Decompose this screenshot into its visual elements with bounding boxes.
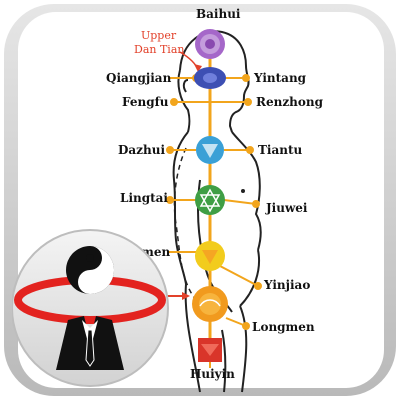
upper-dan-tian-line1: Upper	[141, 29, 177, 42]
label-lingtai: Lingtai	[120, 191, 168, 205]
upper-dan-tian-label: Upper	[141, 30, 176, 41]
label-jiuwei: Jiuwei	[266, 201, 308, 215]
logo-badge	[12, 229, 169, 387]
label-longmen: Longmen	[252, 320, 315, 334]
label-tiantu: Tiantu	[258, 143, 303, 157]
third-eye-chakra	[194, 67, 226, 89]
label-yinjiao: Yinjiao	[264, 278, 311, 292]
throat-chakra	[196, 136, 224, 164]
sacral-chakra	[192, 286, 228, 322]
label-huiyin: Huiyin	[190, 367, 235, 381]
label-qiangjian: Qiangjian	[106, 71, 172, 85]
back-dashed-line	[173, 147, 197, 301]
root-chakra	[198, 338, 222, 362]
yin-yang-logo	[12, 229, 169, 387]
label-fengfu: Fengfu	[122, 95, 169, 109]
label-dazhui: Dazhui	[118, 143, 166, 157]
heart-chakra	[195, 185, 225, 215]
label-renzhong: Renzhong	[256, 95, 323, 109]
upper-dan-tian-label-2: Dan Tian	[134, 44, 184, 55]
label-baihui: Baihui	[196, 7, 241, 21]
upper-dan-tian-line2: Dan Tian	[134, 43, 185, 56]
crown-chakra	[195, 29, 225, 59]
label-yintang: Yintang	[254, 71, 307, 85]
suit-figure-icon	[56, 316, 124, 370]
chest-mark	[241, 189, 245, 193]
yin-yang-icon	[66, 246, 114, 294]
solar-plexus-chakra	[195, 241, 225, 271]
